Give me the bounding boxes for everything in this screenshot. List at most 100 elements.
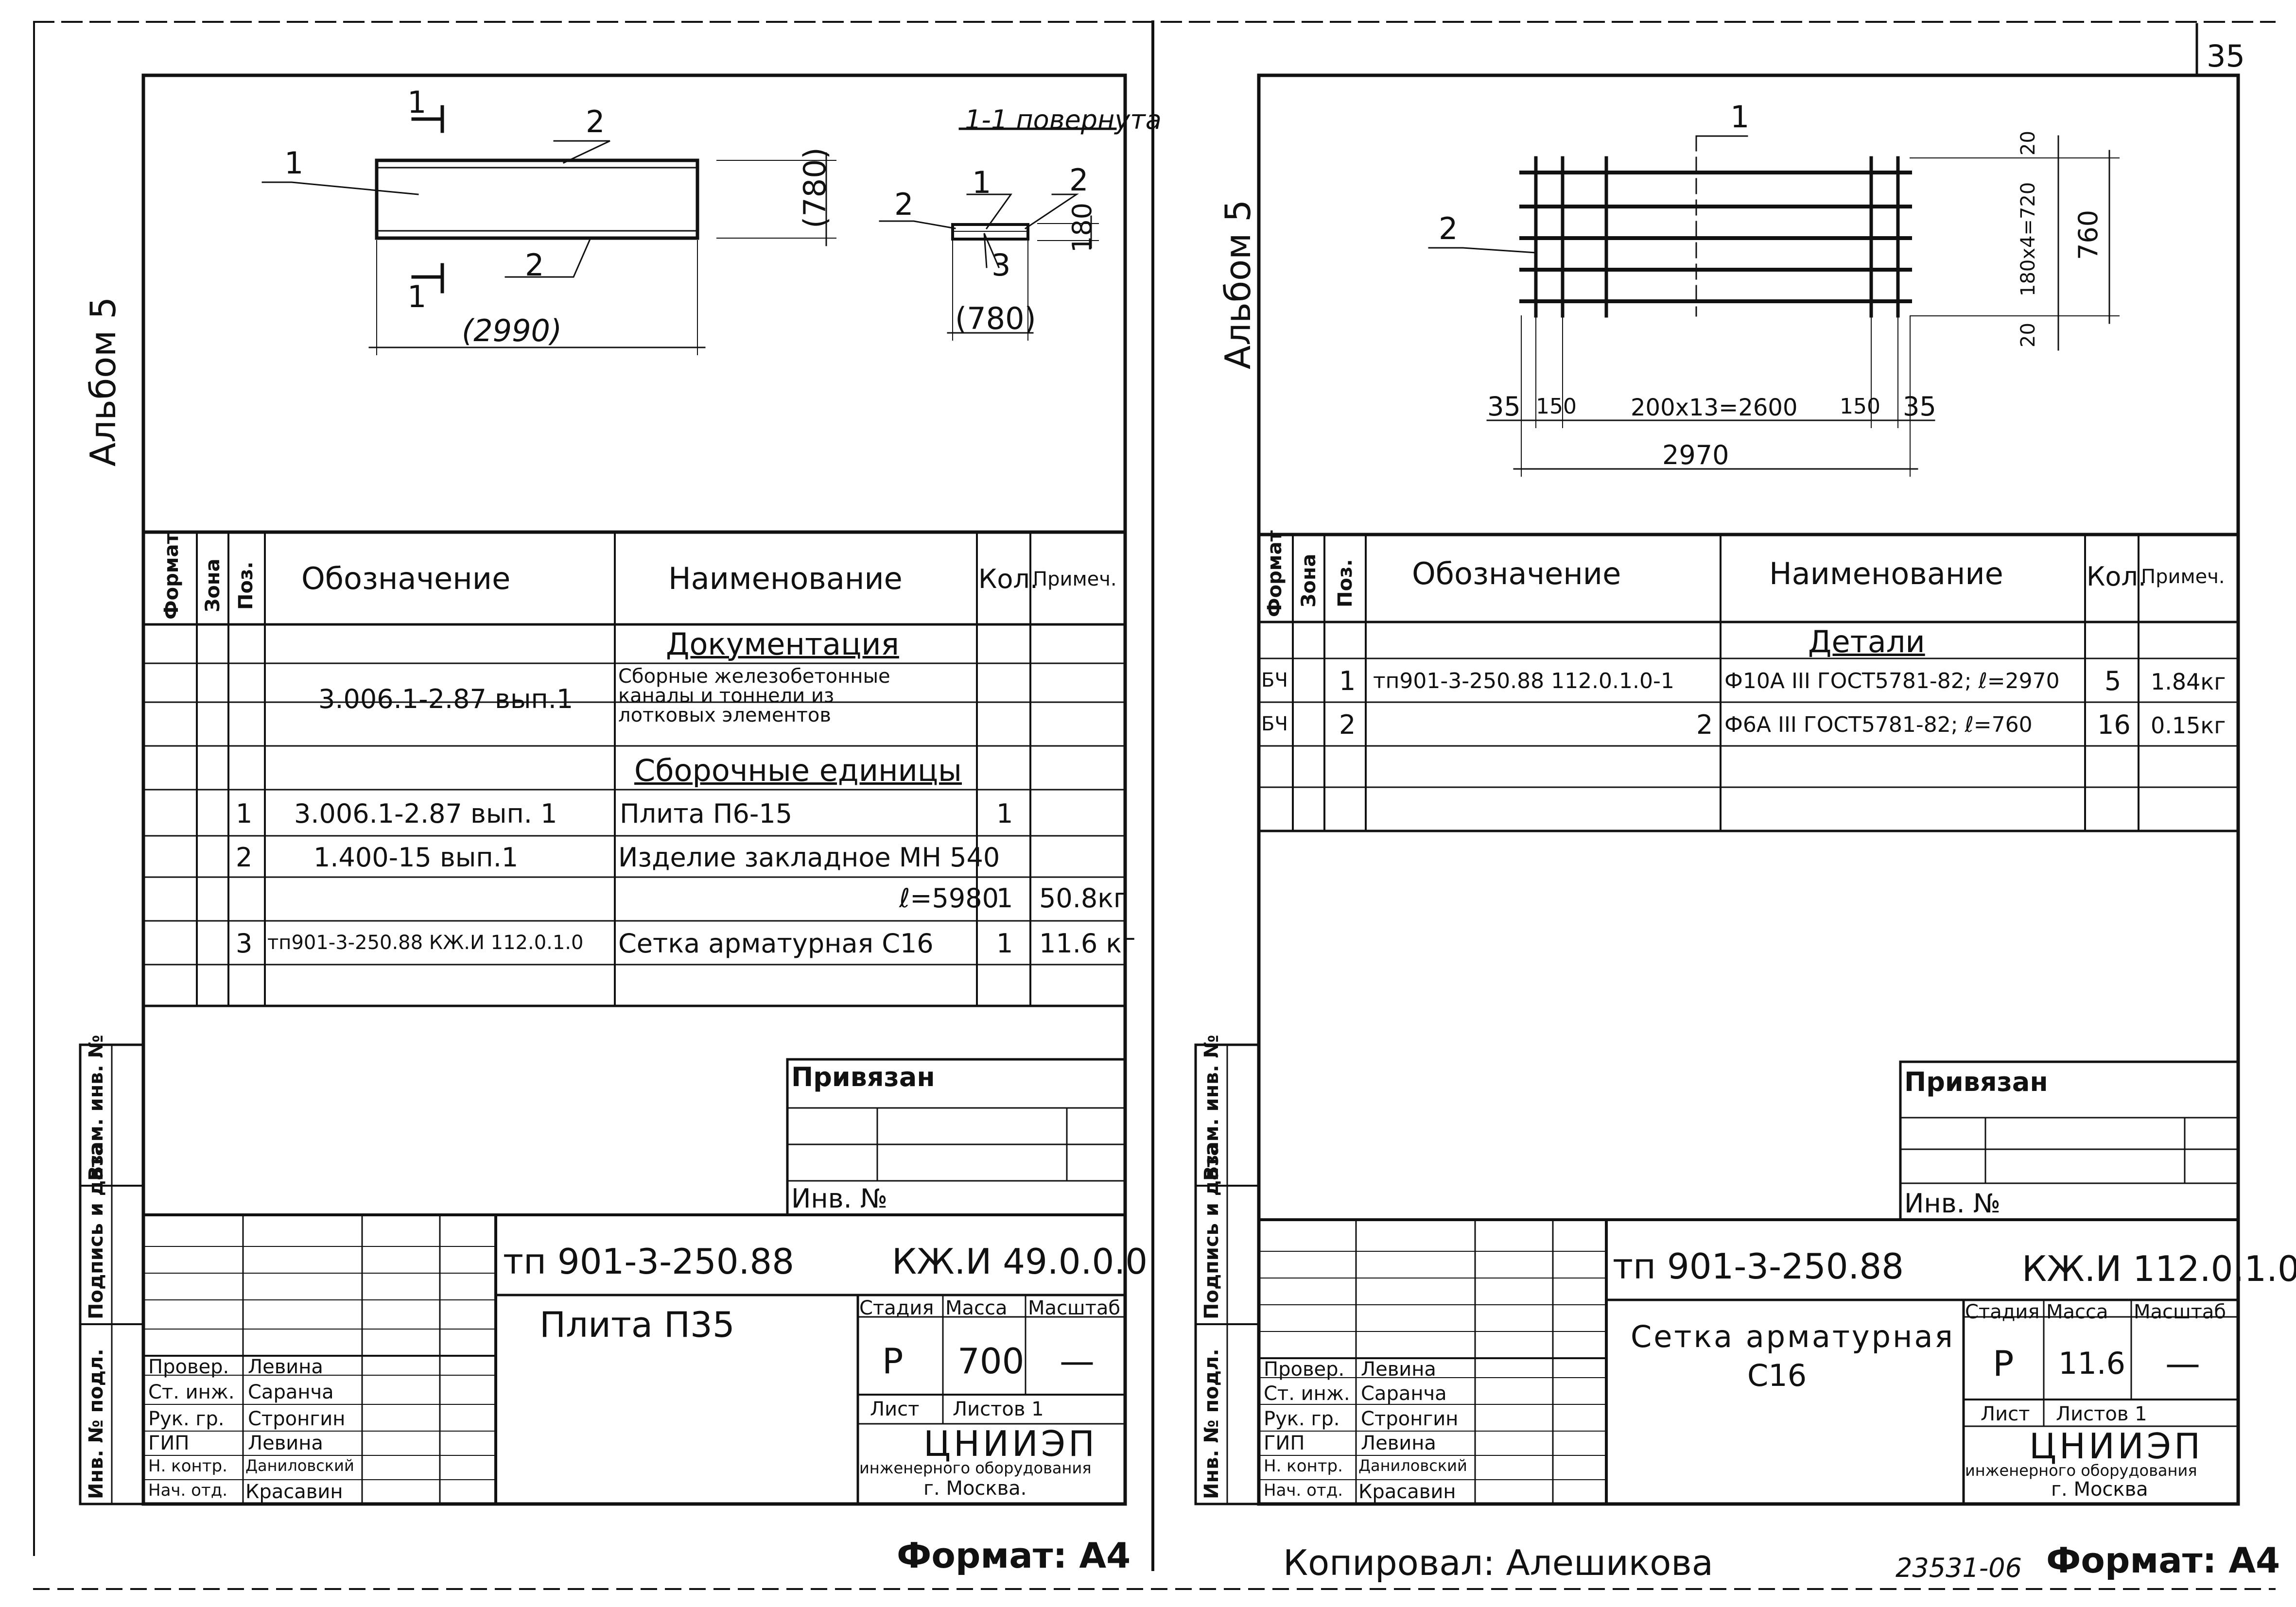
section-width-dimension: (780) (955, 301, 1036, 336)
r-organization-name: ЦНИИЭП (2029, 1426, 2204, 1467)
mesh-dim-150-right: 150 (1840, 394, 1880, 419)
mass-label: Масса (945, 1297, 1008, 1319)
mesh-pos-2-label: 2 (1439, 211, 1458, 246)
r-name-department-head: Красавин (1358, 1481, 1456, 1503)
name-checker: Левина (248, 1356, 323, 1378)
section-pos-1: 1 (972, 165, 991, 200)
role-senior-engineer: Ст. инж. (148, 1381, 235, 1403)
col-qty-header: Кол. (978, 564, 1039, 594)
copied-by: Копировал: Алешикова (1283, 1542, 1713, 1583)
r-sheet-label: Лист (1981, 1403, 2030, 1425)
r-attached-label: Привязан (1904, 1067, 2048, 1097)
attached-label: Привязан (791, 1062, 935, 1092)
side-label-inv-orig: Инв. № подл. (85, 1348, 107, 1499)
row3-name: Сетка арматурная С16 (618, 928, 934, 959)
r-row1-format: БЧ (1261, 669, 1288, 691)
mesh-dim-total-horizontal: 2970 (1662, 440, 1729, 470)
cut-mark-bottom: 1 (407, 279, 427, 314)
mesh-dim-35-right: 35 (1903, 391, 1936, 422)
mesh-dim-bottom: 20 (2017, 323, 2039, 347)
r-col-note-header: Примеч. (2141, 566, 2225, 588)
r-scale-label: Масштаб (2134, 1301, 2226, 1323)
r-row2-pos: 2 (1339, 709, 1356, 740)
stage-value: Р (882, 1341, 904, 1382)
col-name-header: Наименование (668, 561, 903, 596)
r-scale-value: — (2165, 1343, 2200, 1384)
role-norm-control: Н. контр. (148, 1456, 227, 1476)
r-col-format-header: Формат (1264, 530, 1286, 617)
row2-designation: 1.400-15 вып.1 (313, 842, 519, 873)
r-col-name-header: Наименование (1769, 556, 2003, 591)
row1-pos: 1 (236, 798, 253, 829)
section-parts: Детали (1808, 624, 1925, 659)
row2-pos: 2 (236, 842, 253, 873)
r-name-checker: Левина (1361, 1358, 1436, 1381)
r-row1-qty: 5 (2105, 666, 2122, 696)
r-role-norm-control: Н. контр. (1264, 1456, 1343, 1476)
col-format-header: Формат (160, 533, 183, 620)
r-col-designation-header: Обозначение (1412, 556, 1621, 591)
r-role-group-lead: Рук. гр. (1264, 1408, 1340, 1430)
row1-designation: 3.006.1-2.87 вып. 1 (294, 798, 557, 829)
r-row2-note: 0.15кг (2151, 712, 2226, 739)
row2-name: Изделие закладное МН 540 (618, 842, 1000, 873)
r-drawing-title-2: С16 (1747, 1358, 1807, 1393)
r-side-label-replaced-inv: Взам. инв. № (1200, 1035, 1223, 1181)
r-sheets-count-label: Листов 1 (2056, 1403, 2147, 1425)
r-row2-name: Ф6А III ГОСТ5781-82; ℓ=760 (1724, 712, 2033, 737)
role-department-head: Нач. отд. (148, 1481, 228, 1500)
slab-width-dimension: (780) (797, 147, 833, 228)
section-pos-2-right: 2 (1069, 162, 1089, 198)
organization-subtitle: инженерного оборудования (859, 1459, 1092, 1477)
r-side-label-inv-orig: Инв. № подл. (1200, 1348, 1223, 1499)
scale-label: Масштаб (1028, 1297, 1121, 1319)
role-chief-engineer: ГИП (148, 1432, 190, 1454)
mesh-dim-top: 20 (2017, 131, 2039, 156)
sheets-count-label: Листов 1 (953, 1398, 1044, 1420)
organization-name: ЦНИИЭП (923, 1423, 1098, 1464)
r-inventory-number-label: Инв. № (1904, 1188, 2001, 1219)
row2b-name: ℓ=5980 (899, 883, 999, 914)
r-role-chief-engineer: ГИП (1264, 1432, 1305, 1454)
docs-row-designation: 3.006.1-2.87 вып.1 (318, 684, 574, 714)
r-row1-pos: 1 (1339, 666, 1356, 696)
r-drawing-title-1: Сетка арматурная (1631, 1319, 1955, 1354)
mesh-pos-1-label: 1 (1730, 99, 1750, 135)
r-row1-name: Ф10А III ГОСТ5781-82; ℓ=2970 (1724, 669, 2060, 693)
r-stage-value: Р (1993, 1343, 2014, 1384)
r-name-chief-engineer: Левина (1361, 1432, 1436, 1454)
drawing-title: Плита П35 (539, 1304, 735, 1345)
section-pos-2-left: 2 (894, 187, 914, 222)
mesh-dim-35-left: 35 (1487, 391, 1521, 422)
row3-note: 11.6 кг (1039, 928, 1136, 959)
mass-value: 700 (957, 1341, 1025, 1382)
album-label-left: Альбом 5 (83, 296, 123, 467)
r-name-group-lead: Стронгин (1361, 1408, 1459, 1430)
album-label-right: Альбом 5 (1218, 199, 1258, 369)
r-row1-note: 1.84кг (2151, 669, 2226, 695)
r-organization-city: г. Москва (2051, 1478, 2148, 1501)
position-1-label: 1 (284, 145, 304, 181)
col-designation-header: Обозначение (301, 561, 511, 596)
docs-row-name-1: Сборные железобетонные (618, 665, 890, 688)
row2b-qty: 1 (996, 883, 1013, 914)
page-number: 35 (2207, 38, 2245, 74)
r-col-pos-header: Поз. (1334, 559, 1357, 607)
name-department-head: Красавин (245, 1481, 343, 1503)
mesh-dim-150-left: 150 (1536, 394, 1577, 419)
sheet-label: Лист (870, 1398, 920, 1420)
format-label-right: Формат: А4 (2046, 1540, 2280, 1581)
row1-name: Плита П6-15 (620, 798, 793, 829)
r-row2-designation: 2 (1696, 709, 1713, 740)
mesh-dim-total-vertical: 760 (2073, 209, 2104, 260)
r-role-department-head: Нач. отд. (1264, 1481, 1343, 1500)
name-group-lead: Стронгин (248, 1408, 346, 1430)
r-stage-label: Стадия (1965, 1301, 2040, 1323)
mesh-dim-spacing-vertical: 180x4=720 (2017, 182, 2039, 296)
mesh-dim-spacing-horizontal: 200x13=2600 (1631, 394, 1798, 421)
row1-qty: 1 (996, 798, 1013, 829)
scale-value: — (1060, 1341, 1095, 1382)
inventory-number-label: Инв. № (791, 1183, 888, 1214)
r-role-senior-engineer: Ст. инж. (1264, 1382, 1350, 1405)
